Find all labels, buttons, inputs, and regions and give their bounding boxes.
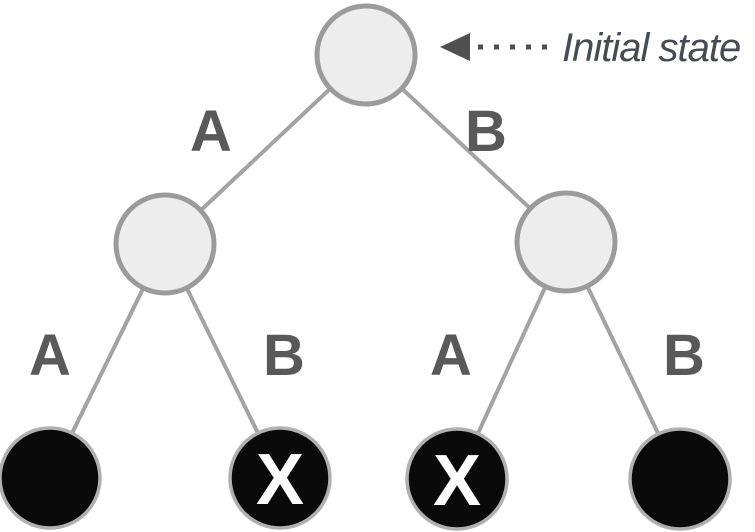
right-child-node [514, 190, 618, 294]
x-mark-leaf-ab: X [256, 440, 304, 520]
x-mark-leaf-ba: X [433, 441, 481, 521]
edge-label-root-left: A [190, 99, 232, 164]
leaf-node-ba [405, 427, 509, 531]
leaf-node-aa [0, 426, 102, 530]
edge-label-left-ab: B [263, 323, 305, 388]
edge-label-right-bb: B [663, 323, 705, 388]
edge-label-left-aa: A [29, 323, 71, 388]
leaf-node-bb [628, 427, 732, 531]
annotation-label: Initial state [562, 26, 740, 70]
edge-labels: A B A B A B [29, 99, 705, 388]
edge-label-right-ba: A [430, 323, 472, 388]
leaf-node-ab [228, 426, 332, 530]
initial-state-annotation: Initial state [440, 26, 741, 70]
left-arrow-icon [440, 33, 470, 61]
root-node [314, 3, 418, 107]
edge-label-root-right: B [465, 99, 507, 164]
left-child-node [113, 192, 217, 296]
tree-nodes: X X [0, 3, 732, 531]
